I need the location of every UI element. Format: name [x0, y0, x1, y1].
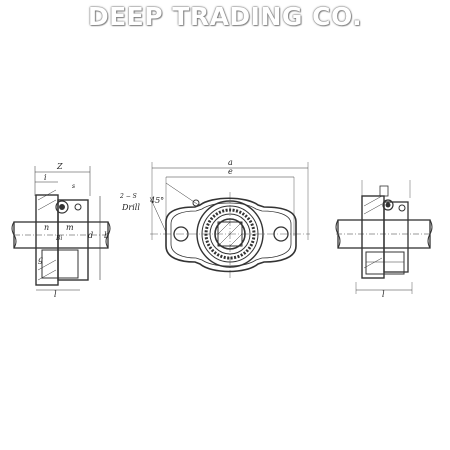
dim-a-label: a — [228, 158, 233, 167]
dim-n-label: n — [44, 223, 49, 232]
company-watermark: DEEP TRADING CO. — [87, 2, 363, 31]
dim-s-label: s — [72, 183, 75, 190]
dim-d-label: d — [88, 231, 93, 240]
center-front-view: a e 45° 2 − S Drill — [119, 158, 310, 278]
right-side-view: l — [335, 180, 433, 299]
dim-g-label: g — [38, 255, 43, 264]
dim-l-right-label: l — [382, 290, 385, 299]
dim-bi-label: Bi — [55, 235, 62, 242]
dim-m-label: m — [66, 223, 74, 232]
dim-l-left-label: l — [54, 290, 57, 299]
dim-i-label: i — [44, 173, 47, 182]
dim-z-label: Z — [56, 162, 63, 171]
angle-label: 45° — [149, 196, 164, 205]
dim-e-label: e — [228, 167, 233, 176]
dim-b-label: b — [104, 231, 109, 240]
left-side-view: Z i s n m Bi d b g — [11, 162, 111, 299]
bolt-count-label: 2 − S — [119, 193, 137, 200]
drill-label: Drill — [121, 203, 140, 212]
